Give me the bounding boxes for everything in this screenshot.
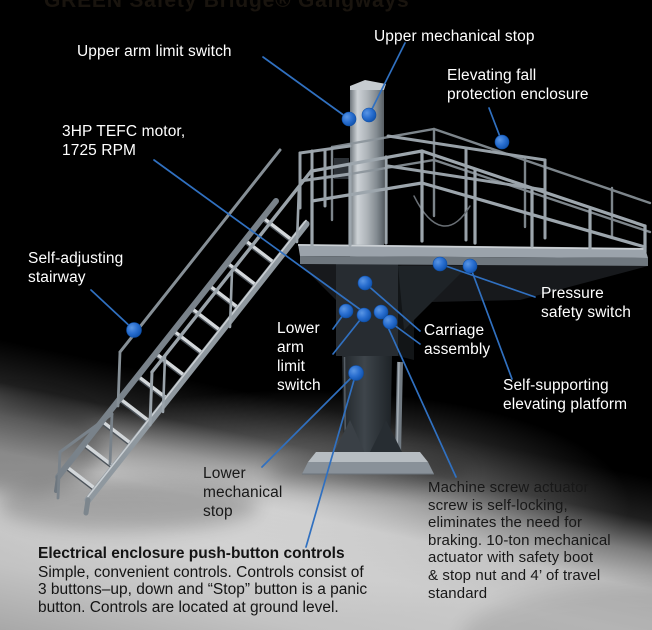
label-pressure-safety-switch: Pressure safety switch [541, 285, 632, 321]
stairway [54, 148, 314, 516]
label-upper-arm-limit-switch: Upper arm limit switch [77, 43, 232, 60]
callout-dot [382, 314, 398, 330]
leader-pressure-safety-switch [439, 263, 536, 298]
controls-body: Simple, convenient controls. Controls co… [38, 563, 368, 616]
base-plate [308, 452, 428, 462]
callout-dot [126, 322, 142, 338]
stair-shadow [0, 479, 258, 531]
label-upper-mechanical-stop: Upper mechanical stop [374, 28, 535, 45]
leader-self-supporting-platform [469, 265, 513, 380]
controls-heading: Electrical enclosure push-button control… [38, 545, 345, 562]
fall-protection-enclosure [298, 127, 652, 254]
leader-carriage-assembly-a [364, 282, 421, 332]
callout-dot [494, 134, 510, 150]
callout-dot [348, 365, 364, 381]
leader-lower-arm-limit-switch-b [332, 314, 365, 355]
controls-section: Electrical enclosure push-button control… [38, 545, 438, 616]
label-elevating-fall-protection-enclosure: Elevating fall protection enclosure [447, 67, 589, 103]
callout-dot [356, 307, 372, 323]
leader-upper-mechanical-stop [368, 42, 406, 116]
callout-dot [361, 107, 377, 123]
pedestal-assembly [300, 264, 648, 475]
leader-lower-mechanical-stop [261, 372, 357, 468]
leader-electrical-enclosure [305, 372, 357, 548]
label-self-supporting-elevating-platform: Self-supporting elevating platform [503, 377, 628, 413]
label-machine-screw-actuator-note: Machine screw actuator screw is self-loc… [428, 479, 611, 602]
label-lower-mechanical-stop: Lower mechanical stop [203, 465, 283, 520]
callout-dot [462, 258, 478, 274]
callout-dot [373, 304, 389, 320]
label-motor: 3HP TEFC motor, 1725 RPM [62, 123, 186, 159]
stair-handrails [56, 148, 314, 500]
leader-machine-screw-actuator [380, 311, 457, 478]
label-self-adjusting-stairway: Self-adjusting stairway [28, 250, 124, 286]
leader-motor [153, 159, 366, 314]
watermark-title: GREEN Safety Bridge® Gangways [44, 0, 410, 12]
callout-dot [338, 303, 354, 319]
callout-dot [432, 256, 448, 272]
leader-self-adjusting-stairway [90, 289, 135, 331]
callout-dots [126, 107, 510, 381]
label-lower-arm-limit-switch: Lower arm limit switch [277, 320, 321, 394]
cable-droop [413, 195, 471, 227]
actuator-screw-rod [395, 361, 403, 456]
callout-dot [341, 111, 357, 127]
carriage-gusset [398, 266, 468, 330]
stair-stringers [54, 198, 310, 516]
leader-upper-arm-limit-switch [262, 56, 350, 120]
label-carriage-assembly: Carriage assembly [424, 322, 491, 358]
callout-dot [357, 275, 373, 291]
leader-lines [90, 42, 536, 548]
